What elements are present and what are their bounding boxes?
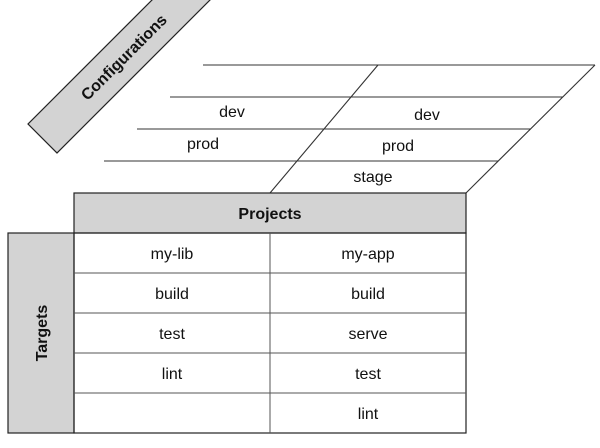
targets-table: my-lib my-app build test lint build serv… [73,232,467,434]
projects-header-label: Projects [238,206,301,223]
target-cell: test [355,366,381,383]
project-name: my-lib [151,246,194,263]
config-value: prod [382,138,414,155]
config-grid-divider [269,64,379,194]
project-name: my-app [341,246,394,263]
config-value: dev [219,104,245,121]
target-cell: lint [358,406,379,423]
configurations-header: Configurations [27,0,221,154]
target-cell: test [159,326,185,343]
config-value: stage [353,169,392,186]
target-cell: lint [162,366,183,383]
projects-header: Projects [73,192,467,234]
target-cell: build [351,286,385,303]
config-value: prod [187,136,219,153]
configurations-header-label: Configurations [78,12,171,105]
targets-header: Targets [7,232,75,434]
targets-header-label: Targets [34,305,51,362]
target-cell: build [155,286,189,303]
configurations-grid [104,64,596,194]
target-cell: serve [348,326,387,343]
configurations-header-box [27,0,221,154]
config-value: dev [414,107,440,124]
config-grid-edge [465,64,596,194]
